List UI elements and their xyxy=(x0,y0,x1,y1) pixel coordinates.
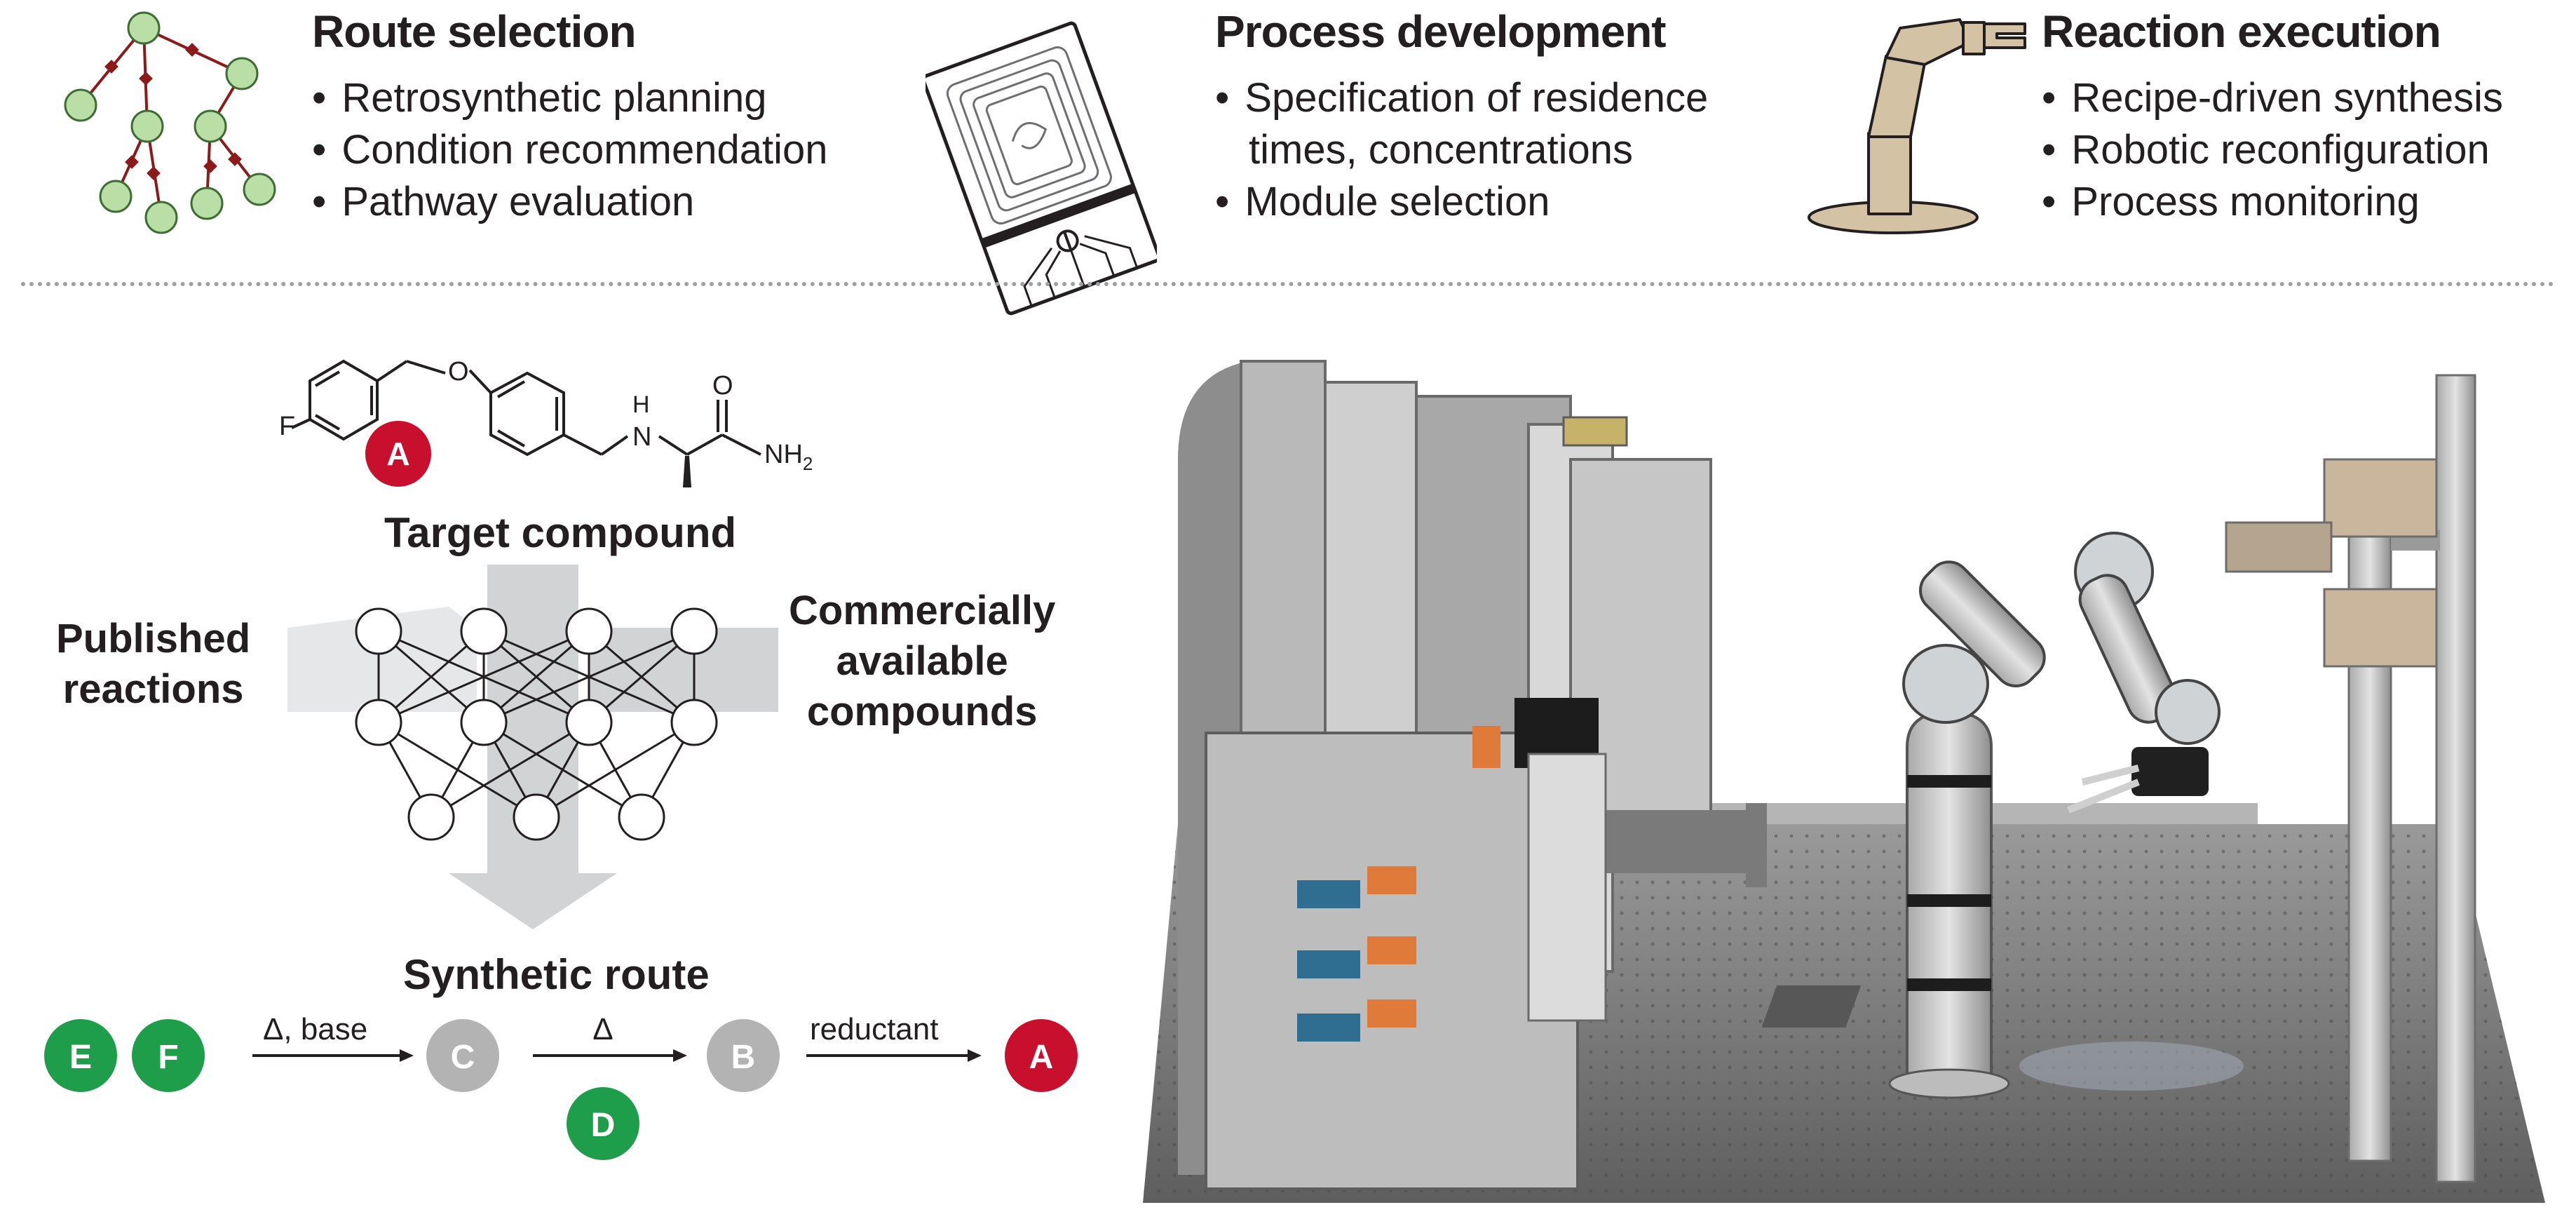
node-e: E xyxy=(44,1019,117,1092)
node-c: C xyxy=(426,1019,499,1092)
list-item: Specification of residence xyxy=(1215,72,1708,124)
robot-arm-icon xyxy=(1808,18,2026,234)
list-item: Recipe-driven synthesis xyxy=(2042,72,2503,124)
node-f: F xyxy=(132,1019,205,1092)
list-item: Process monitoring xyxy=(2042,176,2503,228)
reaction-execution-list: Recipe-driven synthesis Robotic reconfig… xyxy=(2042,72,2503,228)
node-b: B xyxy=(707,1019,780,1092)
svg-text:B: B xyxy=(731,1039,756,1076)
list-item: times, concentrations xyxy=(1249,127,1634,173)
retrosynthesis-tree-icon xyxy=(64,11,276,234)
commercially-available-label: Commercially available compounds xyxy=(789,588,1056,734)
list-item: Retrosynthetic planning xyxy=(312,72,827,124)
flow-reactor-chip-icon xyxy=(926,21,1157,316)
atom-fluorine: F xyxy=(279,412,295,441)
target-compound-label: Target compound xyxy=(384,509,737,556)
route-selection-list: Retrosynthetic planning Condition recomm… xyxy=(312,72,827,228)
node-a: A xyxy=(1005,1019,1078,1092)
process-development-list: Specification of residence times, concen… xyxy=(1215,72,1708,228)
atom-oxygen: O xyxy=(448,357,469,386)
svg-text:F: F xyxy=(158,1039,178,1076)
synthetic-route-diagram: E F Δ, base C Δ D B reductant A xyxy=(44,1012,1078,1160)
list-item: Condition recommendation xyxy=(312,124,827,176)
arrow-label-reductant: reductant xyxy=(810,1012,938,1046)
published-reactions-label: Published reactions xyxy=(56,616,251,712)
atom-carbonyl-oxygen: O xyxy=(712,371,733,400)
target-molecule-structure: F O H N O NH2 xyxy=(279,357,813,487)
atom-amine: NH2 xyxy=(764,440,813,474)
automated-platform-photo xyxy=(1143,360,2545,1203)
svg-text:E: E xyxy=(69,1039,92,1076)
dotted-divider xyxy=(21,282,2555,286)
robot-arm xyxy=(1888,532,2221,1099)
atom-nitrogen: N xyxy=(632,422,651,452)
svg-text:A: A xyxy=(1029,1039,1054,1076)
node-d: D xyxy=(567,1087,639,1160)
list-item: Pathway evaluation xyxy=(312,176,827,228)
svg-text:C: C xyxy=(451,1039,475,1076)
synthetic-route-label: Synthetic route xyxy=(403,951,710,998)
arrow-label-heat-base: Δ, base xyxy=(263,1012,367,1046)
svg-text:D: D xyxy=(591,1107,616,1144)
svg-text:A: A xyxy=(386,436,409,472)
list-item: Robotic reconfiguration xyxy=(2042,124,2503,176)
route-selection-title: Route selection xyxy=(312,6,637,57)
process-development-title: Process development xyxy=(1215,6,1667,57)
atom-hydrogen: H xyxy=(632,391,650,418)
list-item: Module selection xyxy=(1215,176,1708,228)
neural-network-diagram xyxy=(287,565,778,929)
compound-a-badge: A xyxy=(365,421,431,487)
arrow-label-heat: Δ xyxy=(592,1012,613,1046)
reaction-execution-title: Reaction execution xyxy=(2042,6,2441,57)
